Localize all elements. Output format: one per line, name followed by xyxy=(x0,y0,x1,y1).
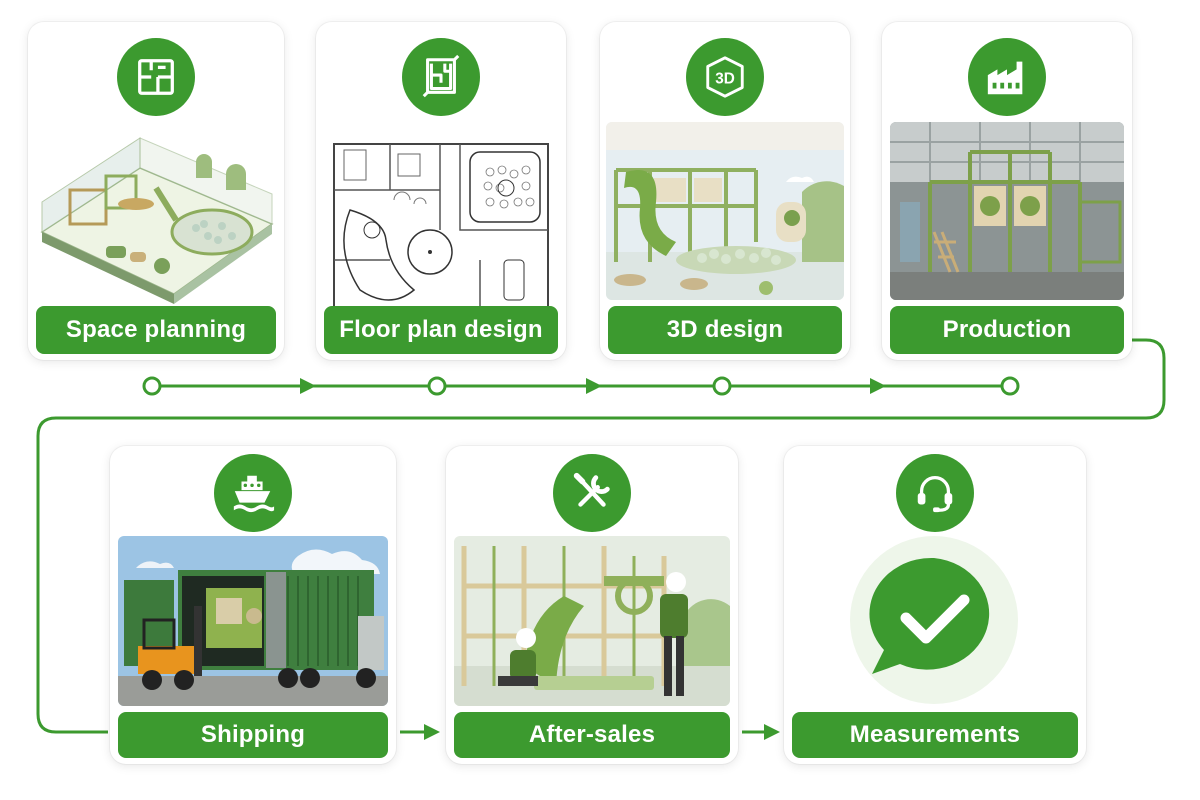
step-card-3d-design: 3D xyxy=(600,22,850,360)
flow-arrows xyxy=(300,378,886,394)
bottom-arrows xyxy=(400,724,780,740)
flow-nodes xyxy=(142,376,1020,396)
step-label: After-sales xyxy=(454,712,730,758)
step-card-production: Production xyxy=(882,22,1132,360)
flow-node xyxy=(427,376,447,396)
step-badge xyxy=(968,38,1046,116)
step-label: Shipping xyxy=(118,712,388,758)
step-badge xyxy=(553,454,631,532)
wrench-screwdriver-icon xyxy=(573,472,610,507)
step-badge: 3D xyxy=(686,38,764,116)
arrow-icon xyxy=(586,378,602,394)
picture-factory-production xyxy=(890,122,1124,300)
step-label: Space planning xyxy=(36,306,276,354)
step-card-floor-plan-design: Floor plan design xyxy=(316,22,566,360)
floor-layout-icon xyxy=(138,59,174,95)
picture-installation-workers xyxy=(454,536,730,706)
step-card-shipping: Shipping xyxy=(110,446,396,764)
step-label: Measurements xyxy=(792,712,1078,758)
step-badge xyxy=(214,454,292,532)
3d-cube-icon: 3D xyxy=(706,56,744,98)
picture-isometric-playground xyxy=(36,128,276,306)
flow-node xyxy=(712,376,732,396)
chat-bubble-icon xyxy=(869,557,990,674)
step-card-measurements: Measurements xyxy=(784,446,1086,764)
arrow-icon xyxy=(300,378,316,394)
check-icon xyxy=(900,594,970,644)
flow-node xyxy=(1000,376,1020,396)
step-badge xyxy=(896,454,974,532)
headset-icon xyxy=(917,476,953,513)
wrap-flow-line xyxy=(36,338,1166,734)
step-badge xyxy=(117,38,195,116)
step-label: Floor plan design xyxy=(324,306,558,354)
3d-icon-text: 3D xyxy=(715,71,735,88)
chat-check-illustration xyxy=(842,534,1026,706)
arrow-icon xyxy=(764,724,780,740)
blueprint-icon xyxy=(422,54,460,98)
picture-container-loading xyxy=(118,536,388,706)
flow-node xyxy=(142,376,162,396)
factory-icon xyxy=(987,61,1023,95)
arrow-icon xyxy=(870,378,886,394)
step-card-space-planning: Space planning xyxy=(28,22,284,360)
arrow-icon xyxy=(424,724,440,740)
ship-icon xyxy=(233,475,275,513)
step-card-after-sales: After-sales xyxy=(446,446,738,764)
step-label: 3D design xyxy=(608,306,842,354)
picture-3d-rendering xyxy=(606,122,844,300)
step-badge xyxy=(402,38,480,116)
picture-floor-plan-drawing xyxy=(330,140,552,316)
step-label: Production xyxy=(890,306,1124,354)
